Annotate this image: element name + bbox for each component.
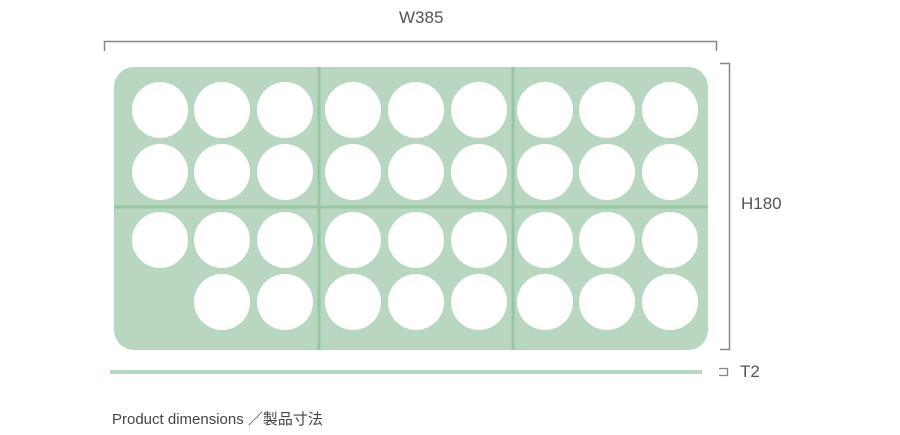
- hole: [579, 82, 635, 138]
- hole: [642, 274, 698, 330]
- height-bracket: [720, 62, 731, 351]
- hole: [517, 212, 573, 268]
- hole: [325, 82, 381, 138]
- thickness-profile: [110, 370, 702, 374]
- hole: [194, 274, 250, 330]
- hole: [194, 82, 250, 138]
- thickness-marker: [719, 367, 729, 377]
- hole: [388, 144, 444, 200]
- hole: [579, 274, 635, 330]
- hole: [257, 82, 313, 138]
- hole: [325, 144, 381, 200]
- hole: [579, 144, 635, 200]
- hole: [451, 144, 507, 200]
- hole: [517, 82, 573, 138]
- hole: [579, 212, 635, 268]
- hole: [257, 212, 313, 268]
- hole: [642, 212, 698, 268]
- hole: [132, 144, 188, 200]
- hole: [325, 212, 381, 268]
- hole: [517, 274, 573, 330]
- hole: [388, 82, 444, 138]
- panel-dividers: [114, 67, 708, 350]
- hole: [257, 274, 313, 330]
- hole: [388, 212, 444, 268]
- thickness-label: T2: [740, 362, 760, 381]
- hole: [132, 212, 188, 268]
- width-bracket: [103, 40, 718, 51]
- width-label: W385: [399, 8, 444, 27]
- hole: [194, 212, 250, 268]
- hole: [132, 82, 188, 138]
- hole: [388, 274, 444, 330]
- height-label: H180: [741, 194, 782, 213]
- hole: [642, 82, 698, 138]
- hole: [451, 274, 507, 330]
- hole: [517, 144, 573, 200]
- hole: [642, 144, 698, 200]
- hole: [194, 144, 250, 200]
- hole: [451, 82, 507, 138]
- caption: Product dimensions ／製品寸法: [112, 411, 323, 428]
- hole: [451, 212, 507, 268]
- hole: [325, 274, 381, 330]
- hole: [257, 144, 313, 200]
